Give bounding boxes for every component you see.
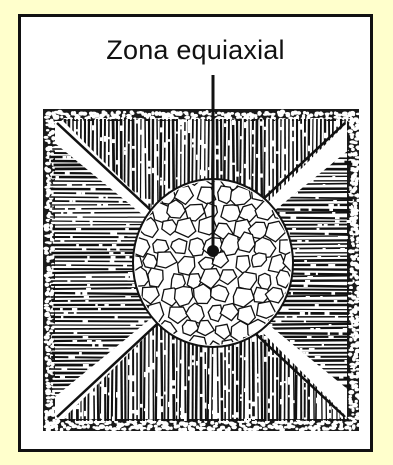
ingot-cross-section-diagram — [21, 17, 370, 449]
leader-dot — [207, 245, 219, 257]
figure-frame: Zona equiaxial — [18, 14, 373, 452]
